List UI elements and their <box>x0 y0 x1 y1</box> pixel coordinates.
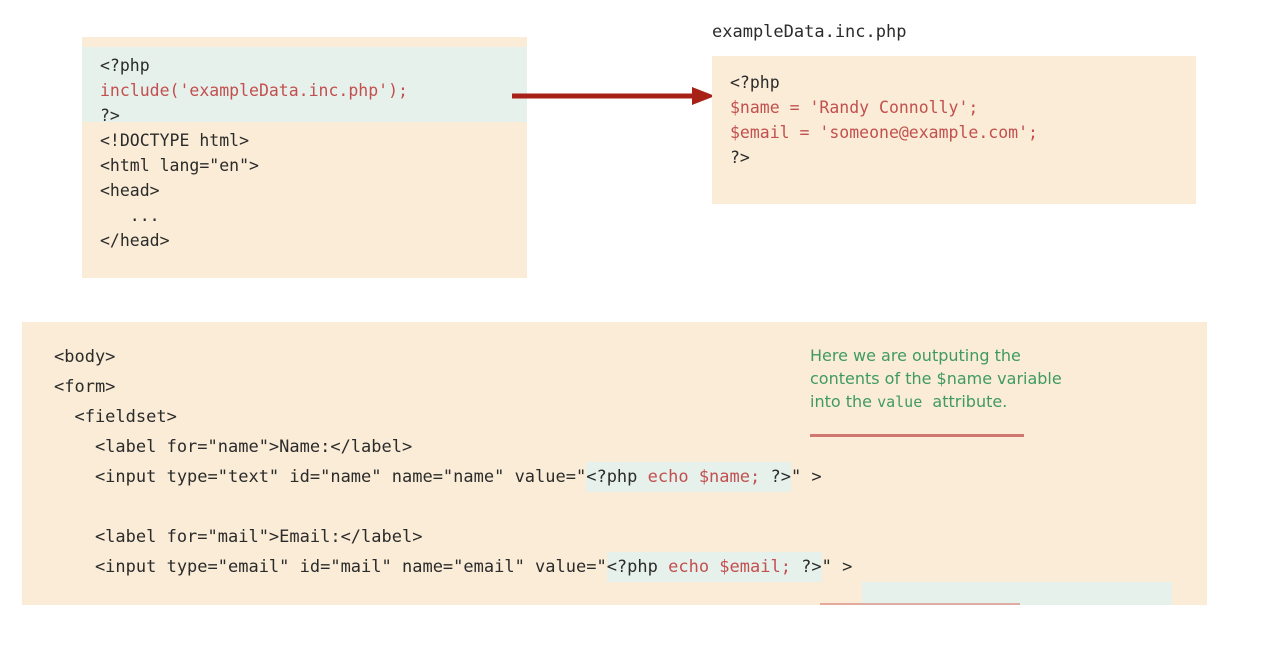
code-line: ?> <box>100 103 527 128</box>
code-token: ?> <box>100 106 120 125</box>
code-line: <?php <box>100 53 527 78</box>
code-token: <!DOCTYPE html> <box>100 131 250 150</box>
annotation-line-1: Here we are outputing the <box>810 346 1021 365</box>
php-echo-name-snippet: <?php echo $name; ?> <box>586 462 791 492</box>
code-token: echo $name; <box>647 467 761 487</box>
included-file-lines: <?php $name = 'Randy Connolly'; $email =… <box>712 56 1196 170</box>
included-file-caption: exampleData.inc.php <box>712 22 907 42</box>
form-code-lines: <body> <form> <fieldset> <label for="nam… <box>22 322 1207 582</box>
include-arrow <box>512 84 717 108</box>
code-token: $email = 'someone@example.com'; <box>730 123 1038 142</box>
annotation-text: into the <box>810 392 878 411</box>
value-attribute-annotation: Here we are outputing the contents of th… <box>810 344 1062 414</box>
code-token: " > <box>790 467 822 487</box>
code-token: " > <box>821 557 853 577</box>
included-file-block: <?php $name = 'Randy Connolly'; $email =… <box>712 56 1196 204</box>
code-token: <label for="mail">Email:</label> <box>54 527 423 547</box>
code-token: include('exampleData.inc.php'); <box>100 81 408 100</box>
code-line: <?php <box>730 70 1196 95</box>
code-line: </head> <box>100 228 527 253</box>
annotation-line-2: contents of the $name variable <box>810 369 1062 388</box>
code-line: $email = 'someone@example.com'; <box>730 120 1196 145</box>
code-token: <head> <box>100 181 160 200</box>
code-line: <head> <box>100 178 527 203</box>
code-token: echo $email; <box>668 557 791 577</box>
code-token: <fieldset> <box>54 407 177 427</box>
code-token: ... <box>100 206 160 225</box>
code-line: <label for="mail">Email:</label> <box>54 522 1207 552</box>
php-highlight-region <box>82 47 527 122</box>
code-line: <fieldset> <box>54 402 1207 432</box>
annotation-text: attribute. <box>922 392 1008 411</box>
annotation-line-3: into the value attribute. <box>810 390 1050 414</box>
code-token: <input type="email" id="mail" name="emai… <box>54 557 607 577</box>
arrow-right-icon <box>512 87 715 105</box>
code-line: <form> <box>54 372 1207 402</box>
code-token: <?php <box>100 56 150 75</box>
code-line: ?> <box>730 145 1196 170</box>
code-token: <label for="name">Name:</label> <box>54 437 413 457</box>
code-line: ... <box>100 203 527 228</box>
form-code-block: <body> <form> <fieldset> <label for="nam… <box>22 322 1207 605</box>
code-token: <form> <box>54 377 116 397</box>
code-line: <html lang="en"> <box>100 153 527 178</box>
code-line: include('exampleData.inc.php'); <box>100 78 527 103</box>
code-token: <html lang="en"> <box>100 156 259 175</box>
code-token: $name = 'Randy Connolly'; <box>730 98 979 117</box>
code-line: <body> <box>54 342 1207 372</box>
annotation-code-term: value <box>877 393 923 411</box>
code-token: <input type="text" id="name" name="name"… <box>54 467 587 487</box>
code-token: ?> <box>730 148 750 167</box>
code-token: </head> <box>100 231 170 250</box>
annotation-underline <box>810 434 1024 437</box>
code-line: <label for="name">Name:</label> <box>54 432 1207 462</box>
code-line: <!DOCTYPE html> <box>100 128 527 153</box>
code-line <box>54 492 1207 522</box>
include-code-lines: <?php include('exampleData.inc.php'); ?>… <box>82 37 527 253</box>
code-line-input-email: <input type="email" id="mail" name="emai… <box>54 552 1207 582</box>
code-line-input-name: <input type="text" id="name" name="name"… <box>54 462 1207 492</box>
include-code-block: <?php include('exampleData.inc.php'); ?>… <box>82 37 527 278</box>
form-block-bottom-rule <box>820 603 1020 605</box>
php-echo-email-highlight-tail <box>862 582 1172 605</box>
php-echo-email-snippet: <?php echo $email; ?> <box>606 552 822 582</box>
code-token: <?php <box>730 73 780 92</box>
code-token: <body> <box>54 347 116 367</box>
code-line: $name = 'Randy Connolly'; <box>730 95 1196 120</box>
